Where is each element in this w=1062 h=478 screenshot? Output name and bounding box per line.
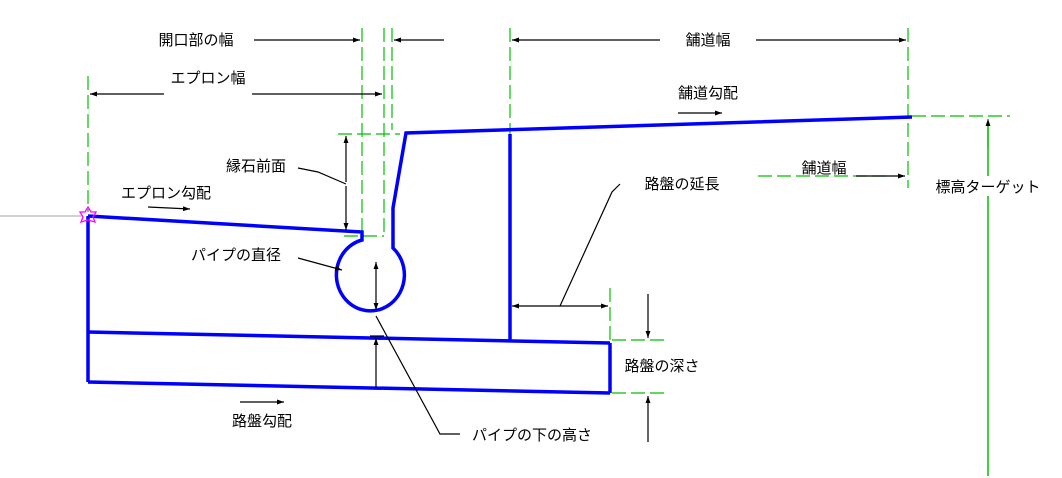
apron-width-label: エプロン幅 [170,69,245,87]
base-top-line [87,330,611,345]
pipe-diameter-leader [297,257,343,271]
base-depth-label: 路盤の深さ [624,357,699,375]
base-depth-label-bg [616,356,708,376]
insertion-point-marker [78,205,98,223]
labels: 開口部の幅 舗道幅 エプロン幅 舗道勾配 縁石前面 エプロン勾配 路盤の延長 舗… [121,31,1044,444]
curb-structure [86,115,913,395]
pavement-slope-label: 舗道勾配 [678,84,738,102]
pipe-diameter-label: パイプの直径 [191,246,281,264]
curb-face-label: 縁石前面 [226,157,286,175]
target-elevation-label: 標高ターゲット [935,178,1040,196]
dimension-lines [90,37,906,442]
apron-slope-label: エプロン勾配 [121,184,211,202]
pipe-bottom-height-label: パイプの下の高さ [472,426,592,444]
apron-slope-arrow [147,206,191,212]
pipe-bottom-height-leader [375,315,460,435]
base-slope-label: 路盤勾配 [232,412,292,430]
pavement-width-top-label: 舗道幅 [685,31,730,49]
base-extension-label: 路盤の延長 [644,175,719,193]
base-extension-leader [559,183,621,307]
pavement-width-mid-label: 舗道幅 [801,159,846,177]
opening-width-label: 開口部の幅 [158,31,233,49]
base-bottom-line [87,380,611,395]
apron-and-curb-outline [87,115,913,313]
target-elevation-label-bg [932,176,1044,196]
curb-face-leader [297,167,347,185]
construction-lines [87,28,1010,394]
